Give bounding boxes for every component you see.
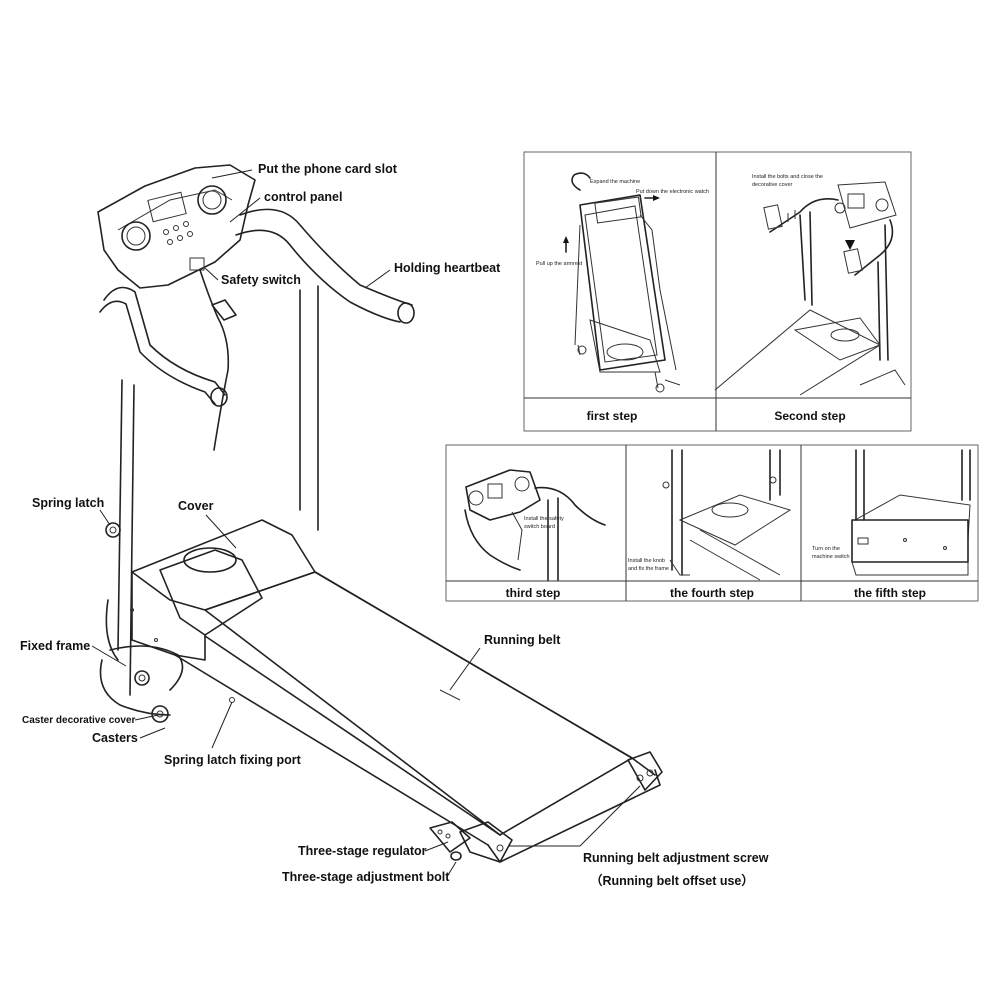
- rear-end-caps: [459, 751, 663, 863]
- step-2-label: Second step: [774, 409, 845, 423]
- label-casters: Casters: [92, 731, 138, 745]
- label-running-belt: Running belt: [484, 633, 561, 647]
- running-deck: [130, 571, 661, 863]
- step-5-label: the fifth step: [854, 586, 926, 600]
- label-control-panel: control panel: [264, 190, 342, 204]
- label-three-stage-bolt: Three-stage adjustment bolt: [282, 870, 450, 884]
- label-safety-switch: Safety switch: [221, 273, 301, 287]
- step-1-label: first step: [587, 409, 638, 423]
- safety-cord: [199, 269, 230, 451]
- label-holding-heartbeat: Holding heartbeat: [394, 261, 501, 275]
- step-2-illustration: [714, 181, 906, 396]
- step-4-illustration: [662, 449, 792, 581]
- uprights: [117, 285, 319, 696]
- step-2-note-2: decorative cover: [752, 182, 793, 188]
- step-3-label: third step: [506, 586, 561, 600]
- treadmill-illustration: [97, 164, 663, 863]
- step-4-note-2: and fix the frame: [628, 566, 669, 572]
- spring-latch-knob: [105, 522, 121, 538]
- console: [97, 164, 256, 289]
- label-spring-latch-port: Spring latch fixing port: [164, 753, 302, 767]
- step-5-note-1: Turn on the: [812, 546, 840, 552]
- label-phone-card-slot: Put the phone card slot: [258, 162, 398, 176]
- step-3-note-2: switch board: [524, 524, 555, 530]
- step-1-illustration: [563, 172, 681, 393]
- step-4-note-1: Install the knob: [628, 558, 665, 564]
- front-base: [99, 645, 184, 723]
- handlebars: [99, 208, 415, 407]
- step-3-note-1: Install the safety: [524, 516, 564, 522]
- label-cover: Cover: [178, 499, 214, 513]
- label-three-stage-regulator: Three-stage regulator: [298, 844, 427, 858]
- step-1-note-3: Pull up the armrest: [536, 261, 583, 267]
- label-belt-offset-use: （Running belt offset use）: [590, 873, 754, 888]
- callout-labels: Put the phone card slot control panel Sa…: [20, 162, 769, 888]
- step-1-note-1: Expand the machine: [590, 179, 640, 185]
- step-3-illustration: [464, 469, 606, 581]
- label-belt-adjust-screw: Running belt adjustment screw: [583, 851, 769, 865]
- step-2-note-1: Install the bolts and close the: [752, 174, 823, 180]
- step-5-note-2: machine switch: [812, 554, 850, 560]
- step-1-note-2: Put down the electronic watch: [636, 189, 709, 195]
- step-4-label: the fourth step: [670, 586, 754, 600]
- label-spring-latch: Spring latch: [32, 496, 104, 510]
- leader-lines: [91, 169, 641, 876]
- label-caster-cover: Caster decorative cover: [22, 715, 136, 726]
- step-5-illustration: [851, 449, 971, 576]
- steps-panel-bottom: Install the safety switch board third st…: [445, 444, 979, 602]
- label-fixed-frame: Fixed frame: [20, 639, 90, 653]
- steps-panel-top: Expand the machine Put down the electron…: [523, 151, 912, 432]
